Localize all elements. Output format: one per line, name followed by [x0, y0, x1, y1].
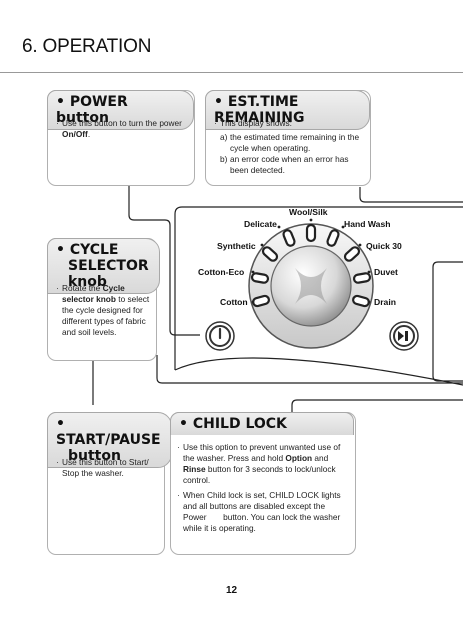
- dial-label-quick-30: Quick 30: [366, 241, 402, 251]
- child-lock-paragraph-2: When Child lock is set, CHILD LOCK light…: [183, 490, 341, 534]
- est-time-heading: • EST.TIME REMAINING: [205, 90, 370, 131]
- page-number: 12: [225, 585, 238, 596]
- cycle-selector-description: Rotate the Cycle selector knob to select…: [62, 283, 150, 338]
- dial-label-synthetic: Synthetic: [217, 241, 256, 251]
- section-title: 6. OPERATION: [22, 36, 152, 57]
- dial-label-drain: Drain: [374, 297, 396, 307]
- est-time-box: • EST.TIME REMAINING ·This display shows…: [205, 90, 371, 186]
- child-lock-heading: • CHILD LOCK: [170, 412, 354, 436]
- start-pause-box: • START/PAUSE button ·Use this button to…: [47, 412, 172, 555]
- dial-label-hand-wash: Hand Wash: [344, 219, 391, 229]
- power-button-box: • POWER button · Use this button to turn…: [47, 90, 195, 186]
- power-description: Use this button to turn the power On/Off…: [62, 118, 182, 140]
- est-time-intro: This display shows:: [220, 118, 292, 128]
- power-button-heading: • POWER button: [47, 90, 194, 131]
- est-time-item-a: the estimated time remaining in the cycl…: [230, 132, 360, 154]
- dial-label-wool-silk: Wool/Silk: [289, 207, 328, 217]
- power-button-illustration: [205, 321, 235, 351]
- est-time-item-b: an error code when an error has been det…: [230, 154, 349, 176]
- dial-label-cotton: Cotton: [220, 297, 248, 307]
- start-pause-heading: • START/PAUSE button: [47, 412, 172, 469]
- dial-label-delicate: Delicate: [244, 219, 277, 229]
- dial-label-duvet: Duvet: [374, 267, 398, 277]
- cycle-selector-heading: • CYCLE SELECTOR knob: [47, 238, 160, 295]
- cycle-selector-box: • CYCLE SELECTOR knob · Rotate the Cycle…: [47, 238, 160, 361]
- dial-label-cotton-eco: Cotton-Eco: [198, 267, 245, 277]
- title-rule: [0, 72, 463, 73]
- child-lock-box: • CHILD LOCK · Use this option to preven…: [170, 412, 356, 555]
- child-lock-paragraph-1: Use this option to prevent unwanted use …: [183, 442, 341, 486]
- start-pause-description: Use this button to Start/ Stop the washe…: [62, 457, 149, 479]
- start-pause-button-illustration: [389, 321, 419, 351]
